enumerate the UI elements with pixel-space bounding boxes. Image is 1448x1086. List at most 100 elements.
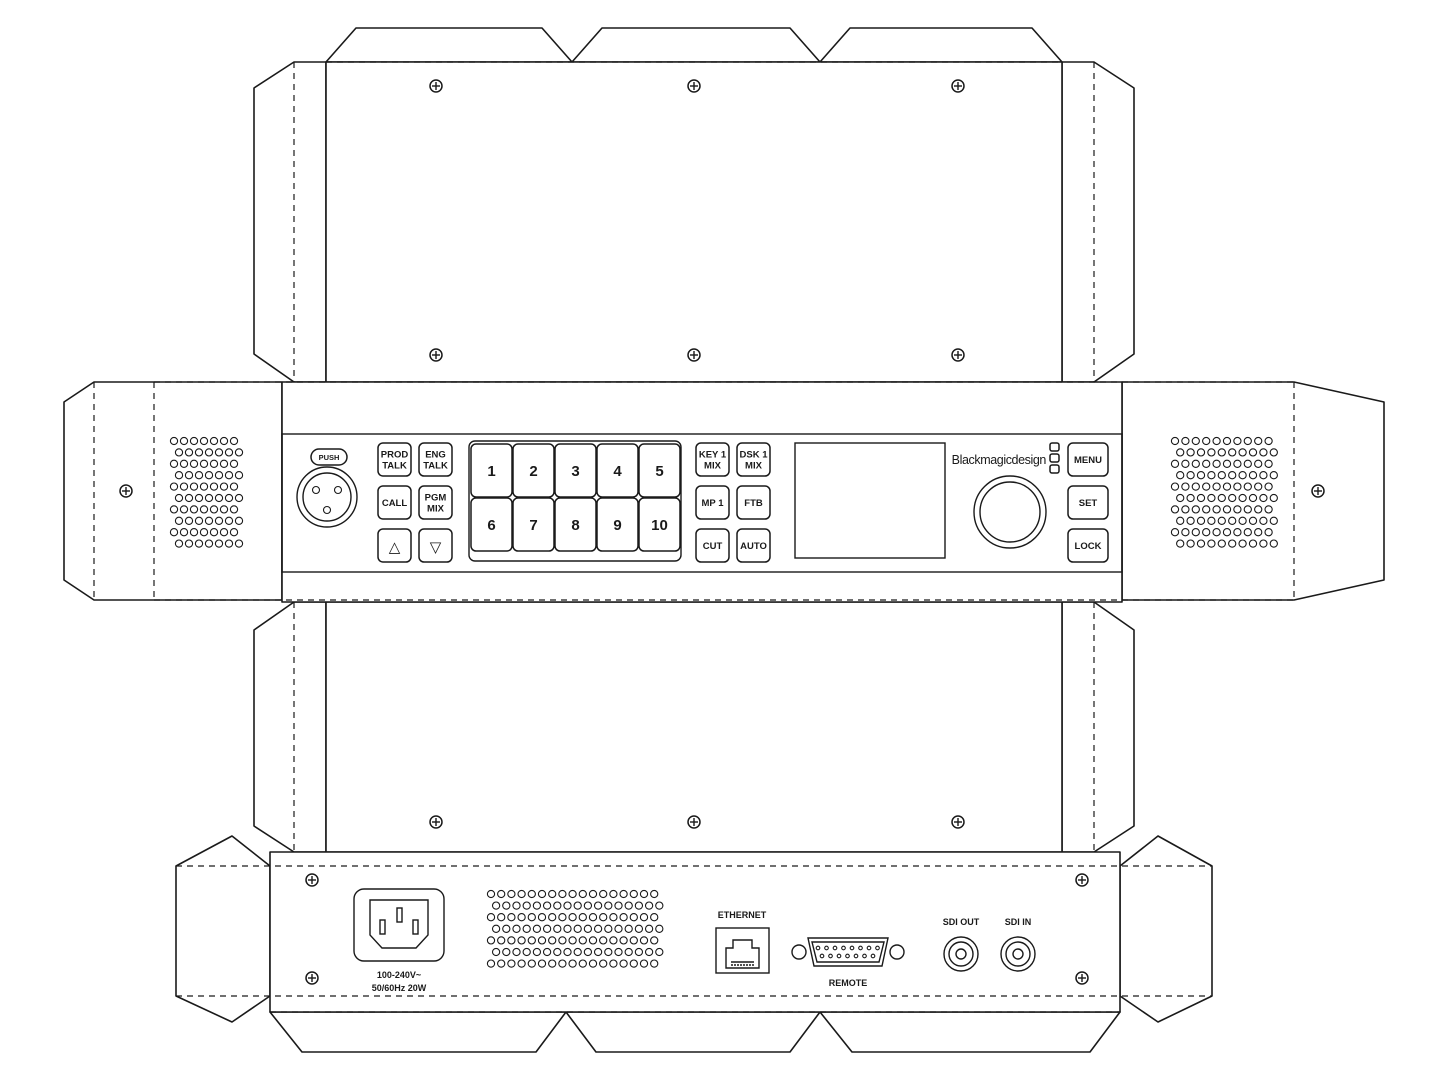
top-panel (325, 61, 1063, 383)
mix-button-mp1[interactable]: MP 1 (695, 485, 730, 520)
screws (119, 79, 1325, 985)
talk-button-prod-talk-label-2: TALK (382, 461, 407, 472)
number-key-label: 3 (571, 463, 579, 480)
number-key-5[interactable]: 5 (638, 443, 681, 498)
power-label-line1: 100-240V~ (377, 970, 421, 980)
front-fold-lines (154, 381, 1294, 601)
mix-button-auto[interactable]: AUTO (736, 528, 771, 563)
rear-vent-grille (486, 889, 664, 968)
screw-icon (429, 79, 443, 93)
number-key-8[interactable]: 8 (554, 497, 597, 552)
screw-icon (305, 873, 319, 887)
screw-icon (305, 971, 319, 985)
lcd-screen (794, 442, 946, 559)
rear-panel (269, 851, 1121, 1013)
remote-label: REMOTE (829, 978, 868, 988)
mix-button-auto-label: AUTO (740, 541, 767, 552)
bottom-panel (325, 601, 1063, 853)
mix-button-ftb-label: FTB (744, 498, 763, 509)
sdi-in-label: SDI IN (1005, 917, 1032, 927)
top-panel-fold-lines (293, 61, 1095, 382)
screw-icon (429, 815, 443, 829)
number-key-7[interactable]: 7 (512, 497, 555, 552)
number-key-label: 7 (529, 517, 537, 534)
screw-icon (951, 348, 965, 362)
brand-logo-mark (1049, 442, 1060, 474)
arrow-down-button[interactable]: ▽ (418, 528, 453, 563)
mix-button-mp1-label: MP 1 (701, 498, 724, 509)
talk-button-call[interactable]: CALL (377, 485, 412, 520)
remote-db15-port[interactable] (791, 937, 905, 967)
arrow-button-group: △▽ (377, 528, 453, 563)
mix-button-cut[interactable]: CUT (695, 528, 730, 563)
talk-button-eng-talk-label-2: TALK (423, 461, 448, 472)
number-key-label: 4 (613, 463, 622, 480)
power-label-line2: 50/60Hz 20W (372, 983, 427, 993)
lock-button[interactable]: LOCK (1067, 528, 1109, 563)
speaker-grilles (169, 436, 1278, 968)
number-key-label: 2 (529, 463, 537, 480)
number-keypad-frame (468, 440, 682, 562)
menu-button-label: MENU (1074, 455, 1102, 466)
talk-button-eng-talk-label-1: ENG (425, 450, 446, 461)
screw-icon (1075, 873, 1089, 887)
mix-button-key1-mix-label-2: MIX (704, 461, 722, 472)
mix-button-ftb[interactable]: FTB (736, 485, 771, 520)
screw-icon (687, 348, 701, 362)
sdi-in-port[interactable] (1000, 936, 1036, 972)
screw-icon (1311, 484, 1325, 498)
front-panel-face (281, 433, 1123, 573)
set-button-label: SET (1079, 498, 1098, 509)
number-key-label: 6 (487, 517, 495, 534)
sdi-out-label: SDI OUT (943, 917, 980, 927)
ethernet-port[interactable] (715, 927, 770, 974)
number-key-label: 8 (571, 517, 579, 534)
brand-logo: Blackmagicdesign (952, 453, 1047, 467)
lock-button-label: LOCK (1075, 541, 1102, 552)
sdi-out-port[interactable] (943, 936, 979, 972)
number-key-label: 9 (613, 517, 621, 534)
number-key-9[interactable]: 9 (596, 497, 639, 552)
screw-icon (687, 79, 701, 93)
talk-button-call-label: CALL (382, 498, 408, 509)
mix-button-dsk1-mix-label-2: MIX (745, 461, 763, 472)
set-button[interactable]: SET (1067, 485, 1109, 520)
talk-button-prod-talk-label-1: PROD (381, 450, 409, 461)
number-key-3[interactable]: 3 (554, 443, 597, 498)
number-key-10[interactable]: 10 (638, 497, 681, 552)
left-speaker-grille (169, 436, 244, 548)
screw-icon (687, 815, 701, 829)
number-key-label: 5 (655, 463, 663, 480)
jog-knob[interactable] (973, 475, 1047, 549)
xlr-headset-connector[interactable]: PUSH (296, 448, 358, 528)
number-key-1[interactable]: 1 (470, 443, 513, 498)
number-key-6[interactable]: 6 (470, 497, 513, 552)
number-key-2[interactable]: 2 (512, 443, 555, 498)
arrow-up-icon: △ (389, 539, 401, 556)
mix-button-key1-mix-label-1: KEY 1 (699, 450, 727, 461)
number-key-4[interactable]: 4 (596, 443, 639, 498)
screw-icon (429, 348, 443, 362)
rear-fold-lines (176, 865, 1212, 1013)
menu-button[interactable]: MENU (1067, 442, 1109, 477)
power-inlet (353, 888, 445, 962)
menu-button-group: MENU SET LOCK (1067, 442, 1109, 563)
mix-button-dsk1-mix-label-1: DSK 1 (740, 450, 769, 461)
bottom-panel-fold-lines (293, 602, 1095, 852)
screw-icon (951, 815, 965, 829)
screw-icon (119, 484, 133, 498)
mix-button-cut-label: CUT (703, 541, 723, 552)
screw-icon (1075, 971, 1089, 985)
arrow-up-button[interactable]: △ (377, 528, 412, 563)
xlr-push-label: PUSH (319, 453, 340, 462)
right-speaker-grille (1170, 436, 1278, 548)
